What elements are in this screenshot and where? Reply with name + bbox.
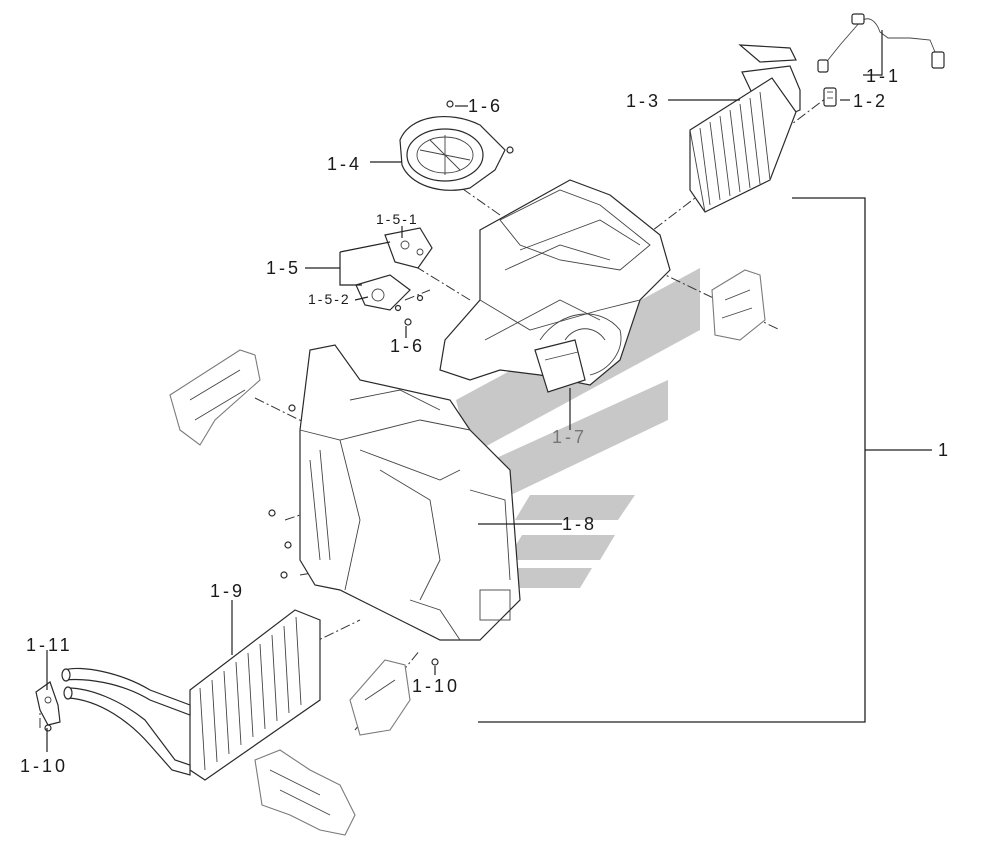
label-1: 1 [938, 440, 951, 460]
label-1-11: 1-11 [26, 635, 73, 655]
label-1-3: 1-3 [626, 91, 661, 111]
part-blower-ring-1-4 [399, 100, 514, 191]
label-1-1: 1-1 [866, 66, 901, 86]
part-upper-housing [439, 179, 671, 386]
part-bracket-1-5 [355, 227, 433, 326]
part-module-1-7 [534, 339, 586, 393]
label-1-10-right: 1-10 [412, 676, 460, 696]
label-1-5-2: 1-5-2 [308, 291, 351, 307]
assembly-bracket [478, 197, 932, 723]
part-evaporator-1-3 [689, 44, 801, 213]
part-heater-core-1-9 [61, 609, 321, 781]
leader-lines [46, 30, 883, 752]
ghost-duct-bottom [254, 749, 356, 836]
label-1-9: 1-9 [210, 581, 245, 601]
ghost-bracket-right [711, 269, 766, 341]
part-clamp-1-11 [35, 681, 61, 726]
label-1-6-mid: 1-6 [390, 336, 425, 356]
ghost-bracket-left [169, 349, 261, 446]
label-1-6-top: 1-6 [468, 96, 503, 116]
part-sensor-1-1 [817, 13, 945, 73]
part-lower-housing [299, 344, 521, 641]
label-1-7: 1-7 [552, 427, 587, 447]
label-1-5-1: 1-5-1 [376, 211, 419, 227]
label-1-4: 1-4 [327, 154, 362, 174]
part-clip-1-2 [823, 87, 837, 107]
label-1-5: 1-5 [266, 258, 301, 278]
label-1-10-left: 1-10 [20, 756, 68, 776]
ghost-bracket-lower [349, 659, 411, 736]
label-1-2: 1-2 [853, 91, 888, 111]
label-1-8: 1-8 [562, 514, 597, 534]
part-labels: 1 1-1 1-2 1-3 1-4 1-5 1-5-1 1-5-2 1-6 1-… [20, 66, 951, 776]
